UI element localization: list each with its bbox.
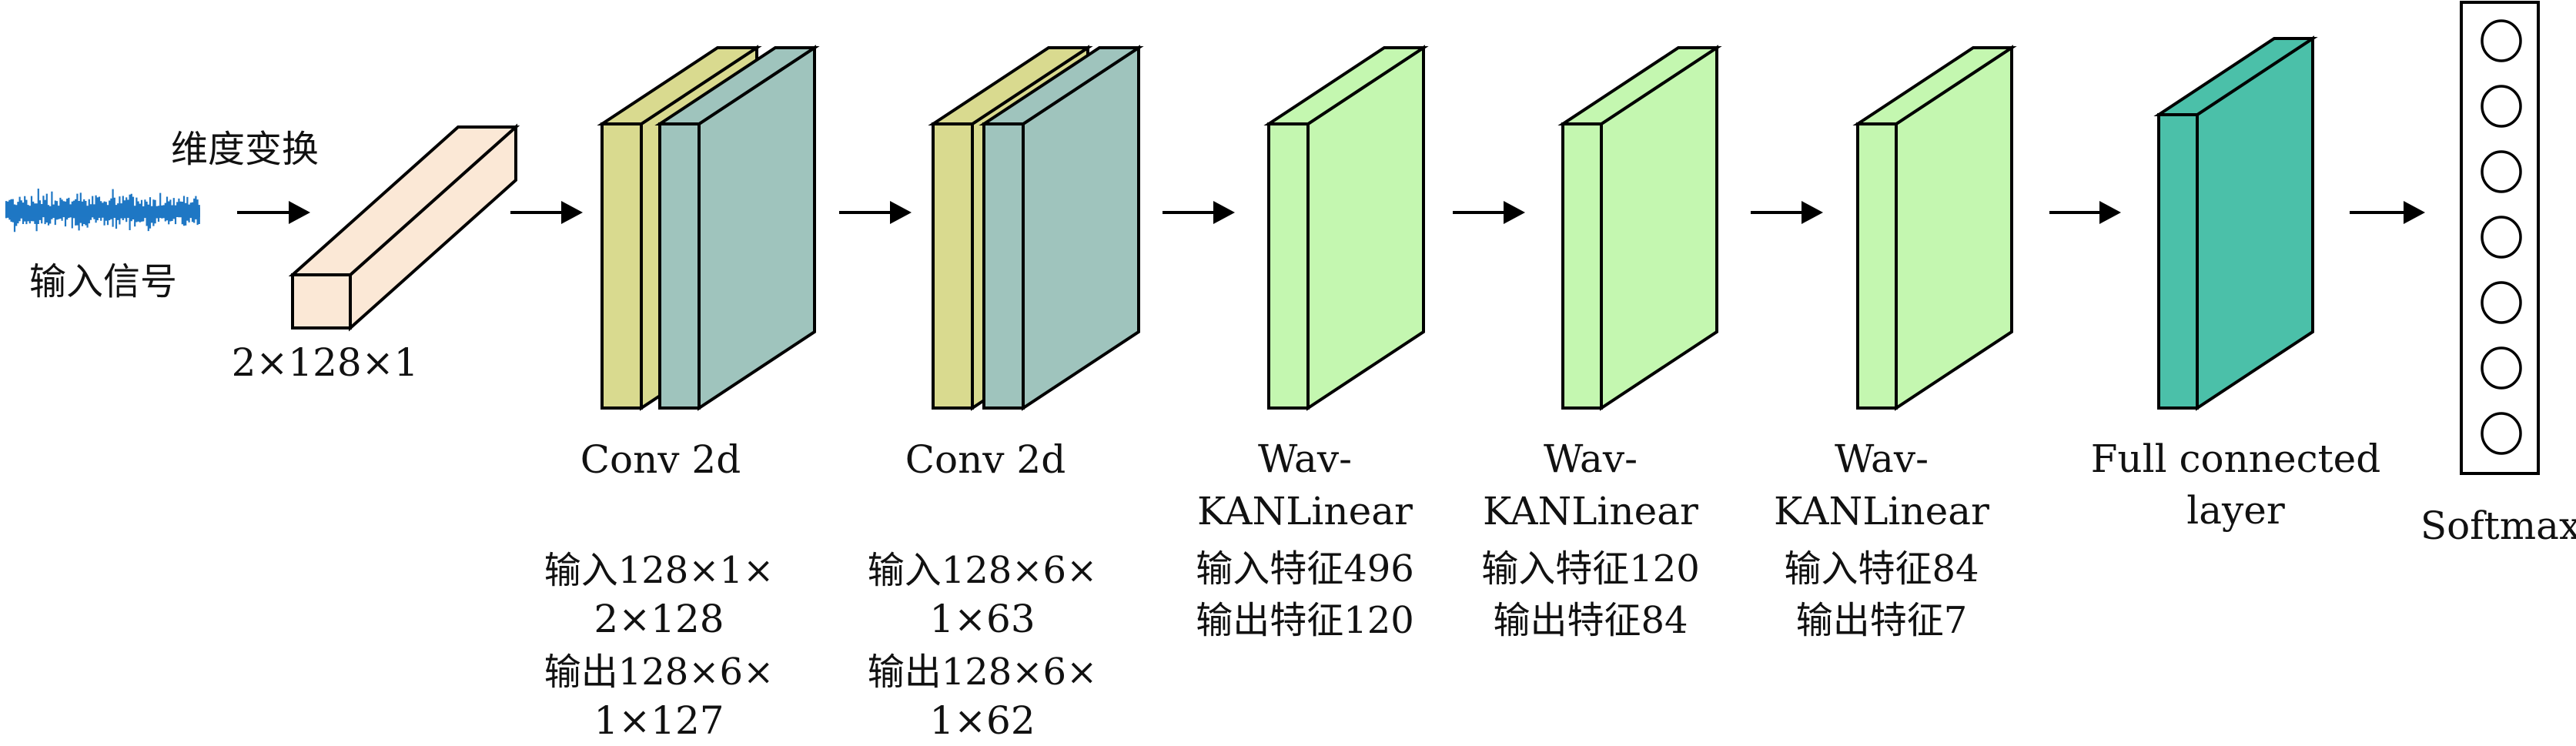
wavkan2-slab-front-face (1561, 122, 1603, 410)
conv2-detail-line: 1×62 (929, 698, 1035, 743)
arrow-head-icon (890, 201, 912, 224)
flow-arrow (839, 201, 912, 224)
flow-arrow (237, 201, 310, 224)
conv2-detail-line: 输出128×6× (868, 651, 1098, 694)
arrow-head-icon (1213, 201, 1235, 224)
wavkan-linear-block-3 (1852, 45, 2017, 411)
conv1-detail-line: 输出128×6× (544, 651, 774, 694)
conv1-yellow-slab-front-face (601, 122, 643, 410)
flow-arrow (1453, 201, 1525, 224)
wavkan1-slab-front-face (1267, 122, 1310, 410)
arrow-head-icon (2099, 201, 2121, 224)
wavkan1-detail-line: 输出特征120 (1196, 599, 1414, 642)
wavkan3-detail-line: 输入特征84 (1784, 547, 1979, 590)
reshape-cuboid-front-face (291, 273, 352, 330)
conv1-teal-slab-front-face (658, 122, 701, 410)
arrow-head-icon (2404, 201, 2425, 224)
conv2-teal-slab-front-face (982, 122, 1025, 410)
arrow-head-icon (289, 201, 310, 224)
conv1-title: Conv 2d (580, 437, 741, 482)
conv2-yellow-slab-front-face (932, 122, 974, 410)
flow-arrow (1751, 201, 1823, 224)
input-signal-label: 输入信号 (29, 260, 177, 303)
wavkan1-title-line: Wav- (1258, 437, 1352, 481)
fc-title-line: layer (2186, 488, 2285, 533)
wavkan1-labels: Wav- KANLinear 输入特征496 输出特征120 (1196, 437, 1414, 642)
softmax-neuron-icon (2481, 85, 2522, 128)
wavkan3-detail-line: 输出特征7 (1796, 599, 1968, 642)
full-connected-block (2153, 35, 2318, 411)
softmax-label: Softmax (2420, 503, 2576, 548)
flow-arrow (510, 201, 583, 224)
softmax-neuron-icon (2481, 412, 2522, 455)
wavkan2-detail-line: 输入特征120 (1481, 547, 1700, 590)
arrow-head-icon (1504, 201, 1525, 224)
conv2-detail-line: 输入128×6× (868, 549, 1098, 592)
conv1-detail-line: 2×128 (594, 597, 724, 641)
wavkan3-title-line: Wav- (1835, 437, 1929, 481)
reshape-block (288, 123, 520, 332)
wavkan3-title-line: KANLinear (1774, 489, 1989, 534)
wavkan2-detail-line: 输出特征84 (1493, 599, 1688, 642)
wavkan2-title-line: KANLinear (1483, 489, 1698, 534)
reshape-caption: 维度变换 (171, 128, 319, 171)
flow-arrow (2350, 201, 2425, 224)
wavkan1-title-line: KANLinear (1197, 489, 1413, 534)
wavkan-linear-block-2 (1557, 45, 1722, 411)
softmax-output-layer (2460, 1, 2540, 475)
waveform-core (6, 208, 200, 217)
fc-title-line: Full connected (2091, 437, 2381, 481)
wavkan2-labels: Wav- KANLinear 输入特征120 输出特征84 (1481, 437, 1700, 642)
fc-slab-front-face (2157, 113, 2199, 410)
conv2-title: Conv 2d (905, 437, 1066, 482)
arrow-head-icon (561, 201, 583, 224)
conv2-labels: Conv 2d 输入128×6× 1×63 输出128×6× 1×62 (868, 437, 1098, 743)
arrow-head-icon (1802, 201, 1823, 224)
flow-arrow (1163, 201, 1235, 224)
softmax-neuron-icon (2481, 216, 2522, 259)
conv2d-block-2 (928, 45, 1144, 411)
conv1-detail-line: 1×127 (594, 698, 724, 743)
wavkan3-labels: Wav- KANLinear 输入特征84 输出特征7 (1774, 437, 1989, 642)
conv2-detail-line: 1×63 (929, 597, 1035, 641)
fc-labels: Full connected layer (2091, 437, 2381, 533)
wavkan-linear-block-1 (1263, 45, 1429, 411)
conv2d-block-1 (597, 45, 820, 411)
softmax-neuron-icon (2481, 19, 2522, 62)
flow-arrows (237, 201, 2425, 224)
wavkan3-slab-front-face (1856, 122, 1898, 410)
wavkan2-title-line: Wav- (1544, 437, 1638, 481)
flow-arrow (2049, 201, 2121, 224)
input-signal-waveform-icon (5, 189, 200, 232)
softmax-neuron-icon (2481, 281, 2522, 324)
softmax-neuron-icon (2481, 346, 2522, 390)
softmax-neuron-icon (2481, 150, 2522, 193)
wavkan1-detail-line: 输入特征496 (1196, 547, 1414, 590)
reshape-shape-label: 2×128×1 (232, 340, 419, 385)
conv1-labels: Conv 2d 输入128×1× 2×128 输出128×6× 1×127 (544, 437, 774, 743)
conv1-detail-line: 输入128×1× (544, 549, 774, 592)
